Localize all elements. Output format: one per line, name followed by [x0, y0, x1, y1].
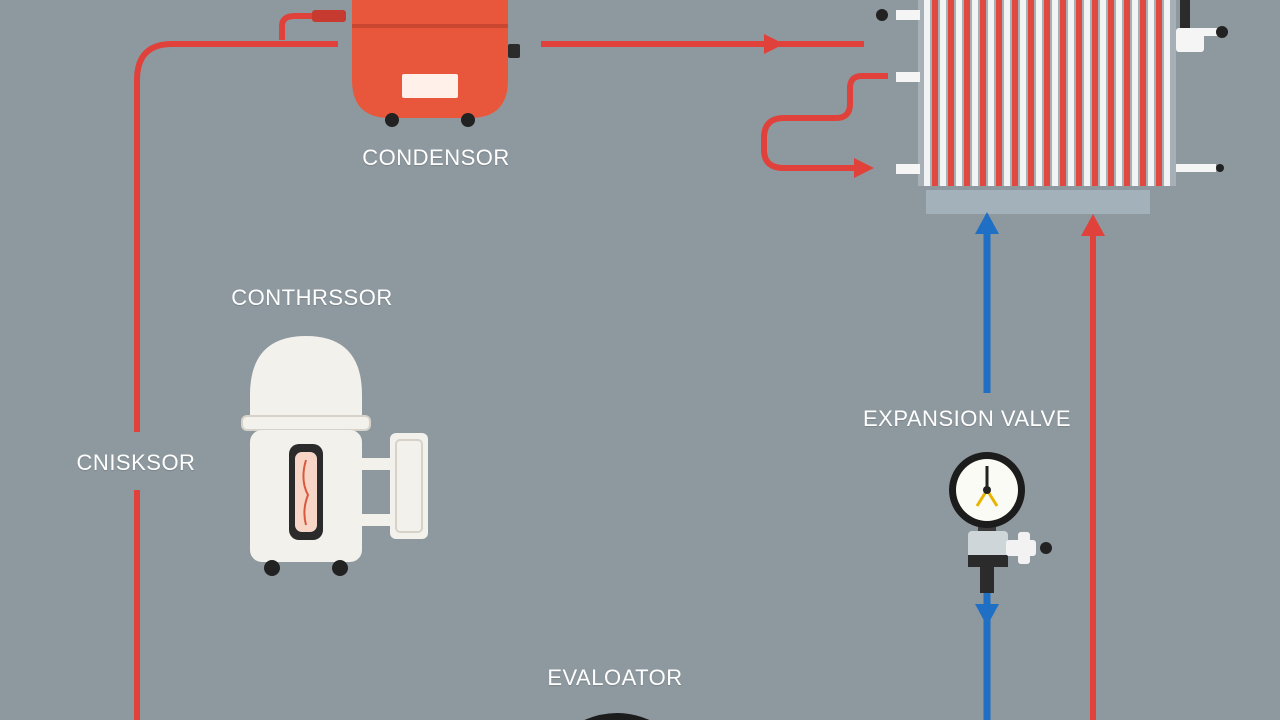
radiator-fin	[1076, 0, 1082, 186]
radiator-fin	[948, 0, 954, 186]
radiator-fin	[1068, 0, 1074, 186]
radiator-fin	[1164, 0, 1170, 186]
radiator-fin	[1012, 0, 1018, 186]
evaporator-unit-top	[584, 713, 650, 720]
radiator-fin	[1084, 0, 1090, 186]
radiator-fin	[1052, 0, 1058, 186]
flow-arrow	[854, 158, 874, 178]
radiator-fin	[1124, 0, 1130, 186]
radiator-fin	[1004, 0, 1010, 186]
expansion-valve-gauge	[949, 452, 1052, 593]
radiator-fin	[996, 0, 1002, 186]
radiator-fin	[1092, 0, 1098, 186]
expansion-valve-label: EXPANSION VALVE	[862, 406, 1072, 431]
radiator-fin	[1100, 0, 1106, 186]
radiator-heat-exchanger	[876, 0, 1228, 214]
radiator-return-hook	[761, 73, 888, 171]
radiator-fin	[1140, 0, 1146, 186]
left-line-label: CNISKSOR	[76, 450, 196, 475]
radiator-fin	[932, 0, 938, 186]
radiator-fin	[1108, 0, 1114, 186]
flow-arrow-up	[975, 212, 999, 234]
evaporator-label: EVALOATOR	[547, 665, 683, 690]
compressor-unit	[241, 336, 428, 576]
radiator-fin	[1028, 0, 1034, 186]
radiator-fin	[940, 0, 946, 186]
radiator-fin	[956, 0, 962, 186]
radiator-fin	[1044, 0, 1050, 186]
radiator-fin	[1060, 0, 1066, 186]
radiator-fin	[972, 0, 978, 186]
radiator-fin	[924, 0, 930, 186]
compressor-label: CONTHRSSOR	[231, 285, 393, 310]
pipe-fitting	[312, 10, 346, 22]
radiator-fin	[980, 0, 986, 186]
radiator-fin	[1036, 0, 1042, 186]
condenser-inlet-pipe	[279, 13, 345, 40]
flow-arrow	[764, 34, 784, 54]
radiator-fin	[988, 0, 994, 186]
radiator-fin	[1148, 0, 1154, 186]
radiator-fin	[1156, 0, 1162, 186]
hot-refrigerant-line-left	[134, 41, 338, 720]
line-gap	[128, 432, 146, 490]
radiator-fin	[1116, 0, 1122, 186]
radiator-fin	[1020, 0, 1026, 186]
condenser-label: CONDENSOR	[362, 145, 510, 170]
condenser-tank	[352, 0, 520, 127]
radiator-fin	[964, 0, 970, 186]
flow-arrow-down	[975, 604, 999, 626]
radiator-fin	[1132, 0, 1138, 186]
flow-arrow-up	[1081, 214, 1105, 236]
